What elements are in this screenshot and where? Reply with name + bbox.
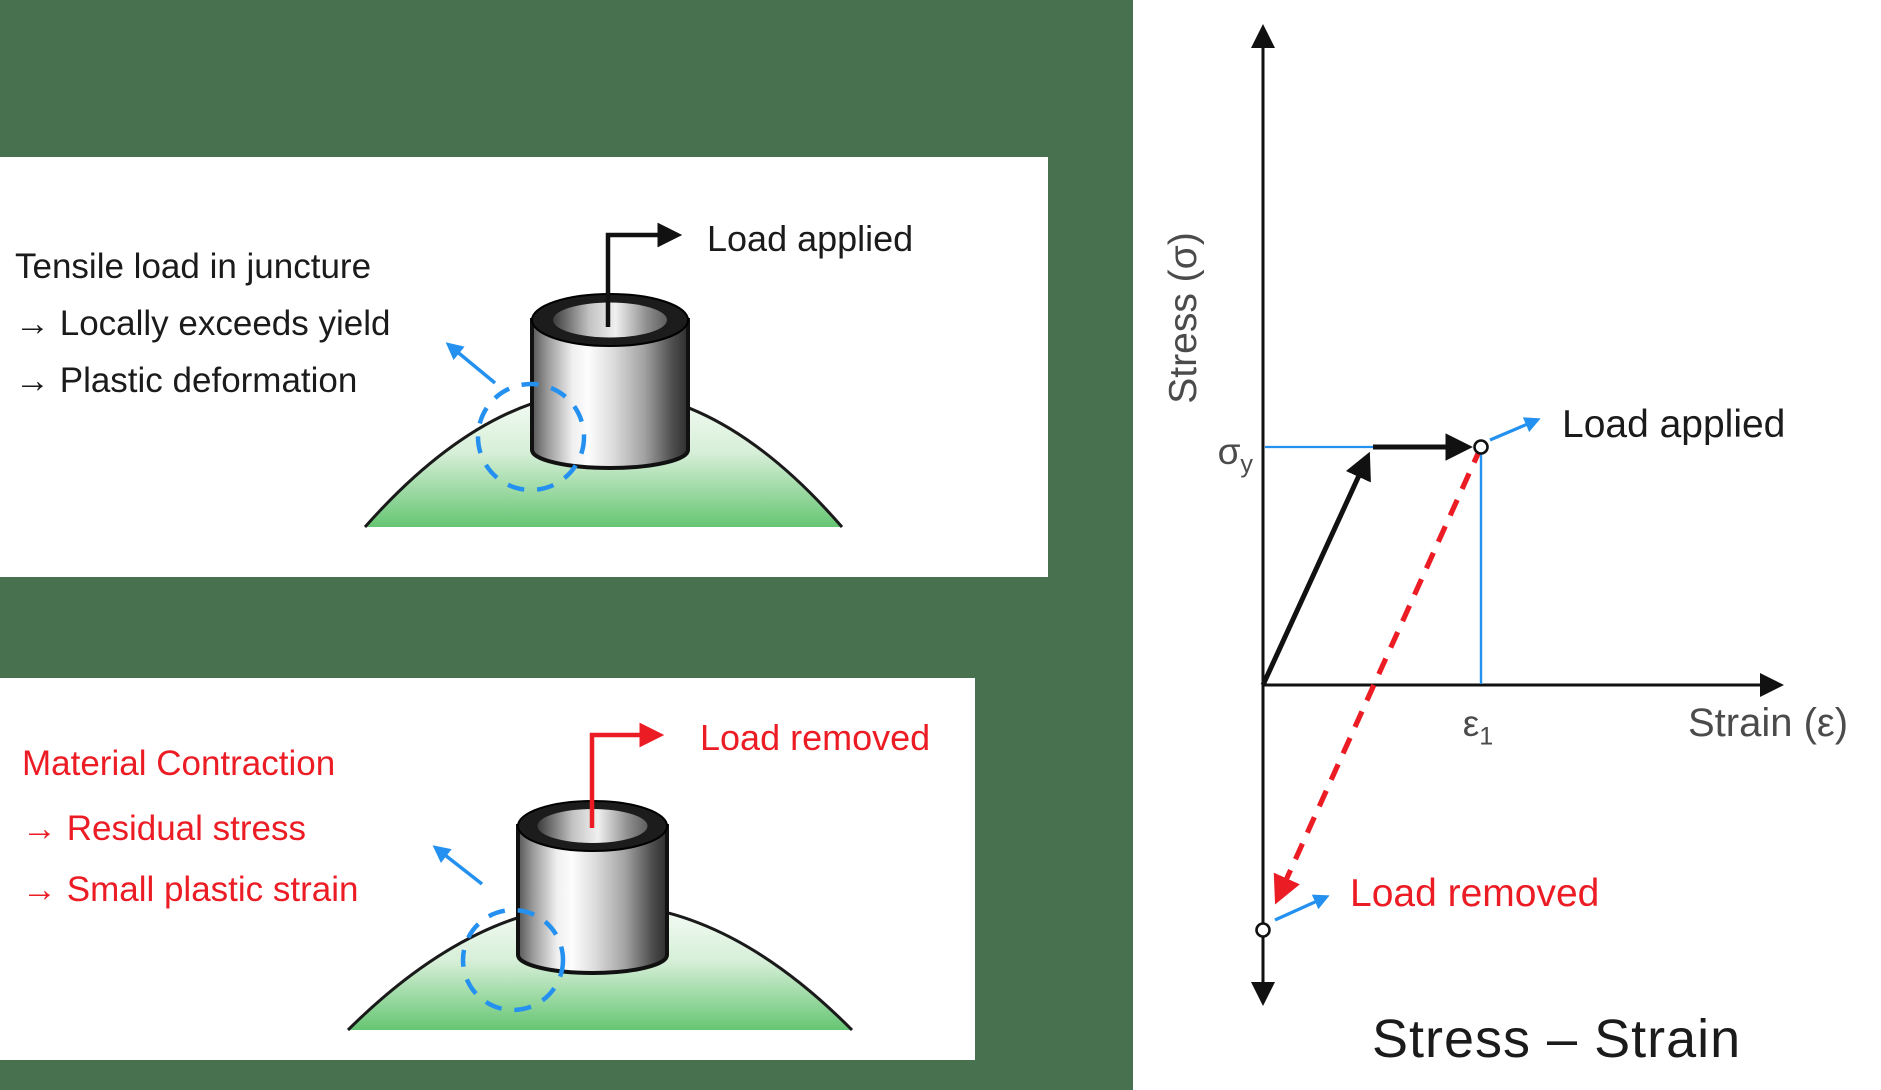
load-removed-illustration [346, 722, 854, 1032]
sigma-y-label: σy [1185, 431, 1253, 477]
juncture-dashed-circle [460, 907, 566, 1013]
load-applied-label: Load applied [707, 218, 914, 259]
plot-load-applied-label: Load applied [1562, 403, 1786, 446]
note-exceeds-yield: → Locally exceeds yield [15, 304, 391, 343]
note-residual-stress: → Residual stress [22, 809, 306, 848]
note-material-contraction: Material Contraction [22, 744, 336, 783]
epsilon-1-label: ε1 [1455, 703, 1501, 749]
epsilon-subscript: 1 [1479, 722, 1494, 751]
juncture-dashed-circle [475, 381, 587, 493]
unloading-dashed-arrow [1273, 445, 1484, 905]
elastic-loading-arrow [1260, 451, 1371, 687]
load-removed-label: Load removed [700, 717, 931, 758]
load-removed-arrow [589, 722, 665, 828]
load-removed-pointer-arrow [1274, 894, 1330, 922]
panel-load-removed: Material Contraction → Residual stress →… [0, 678, 975, 1060]
load-applied-pointer-arrow [1489, 417, 1541, 442]
juncture-pointer-arrow [445, 342, 497, 385]
load-applied-illustration [363, 222, 844, 528]
plot-title: Stress – Strain [1372, 1009, 1742, 1069]
stress-strain-plot [1251, 23, 1784, 1006]
note-tensile-load: Tensile load in juncture [15, 247, 372, 286]
load-applied-arrow [605, 222, 683, 327]
juncture-pointer-arrow [432, 845, 484, 886]
epsilon-symbol: ε [1462, 703, 1480, 744]
note-plastic-deform: → Plastic deformation [15, 361, 358, 400]
panel-load-applied: Tensile load in juncture → Locally excee… [0, 157, 1048, 577]
sigma-subscript: y [1240, 450, 1253, 479]
x-axis-label: Strain (ε) [1688, 701, 1849, 745]
plot-load-removed-label: Load removed [1350, 872, 1600, 915]
sigma-symbol: σ [1217, 431, 1241, 472]
loaded-point-marker [1473, 439, 1489, 455]
residual-point-marker [1255, 922, 1271, 938]
note-small-plastic-strain: → Small plastic strain [22, 870, 359, 909]
cylinder [516, 800, 669, 975]
y-axis-label: Stress (σ) [1162, 232, 1205, 404]
